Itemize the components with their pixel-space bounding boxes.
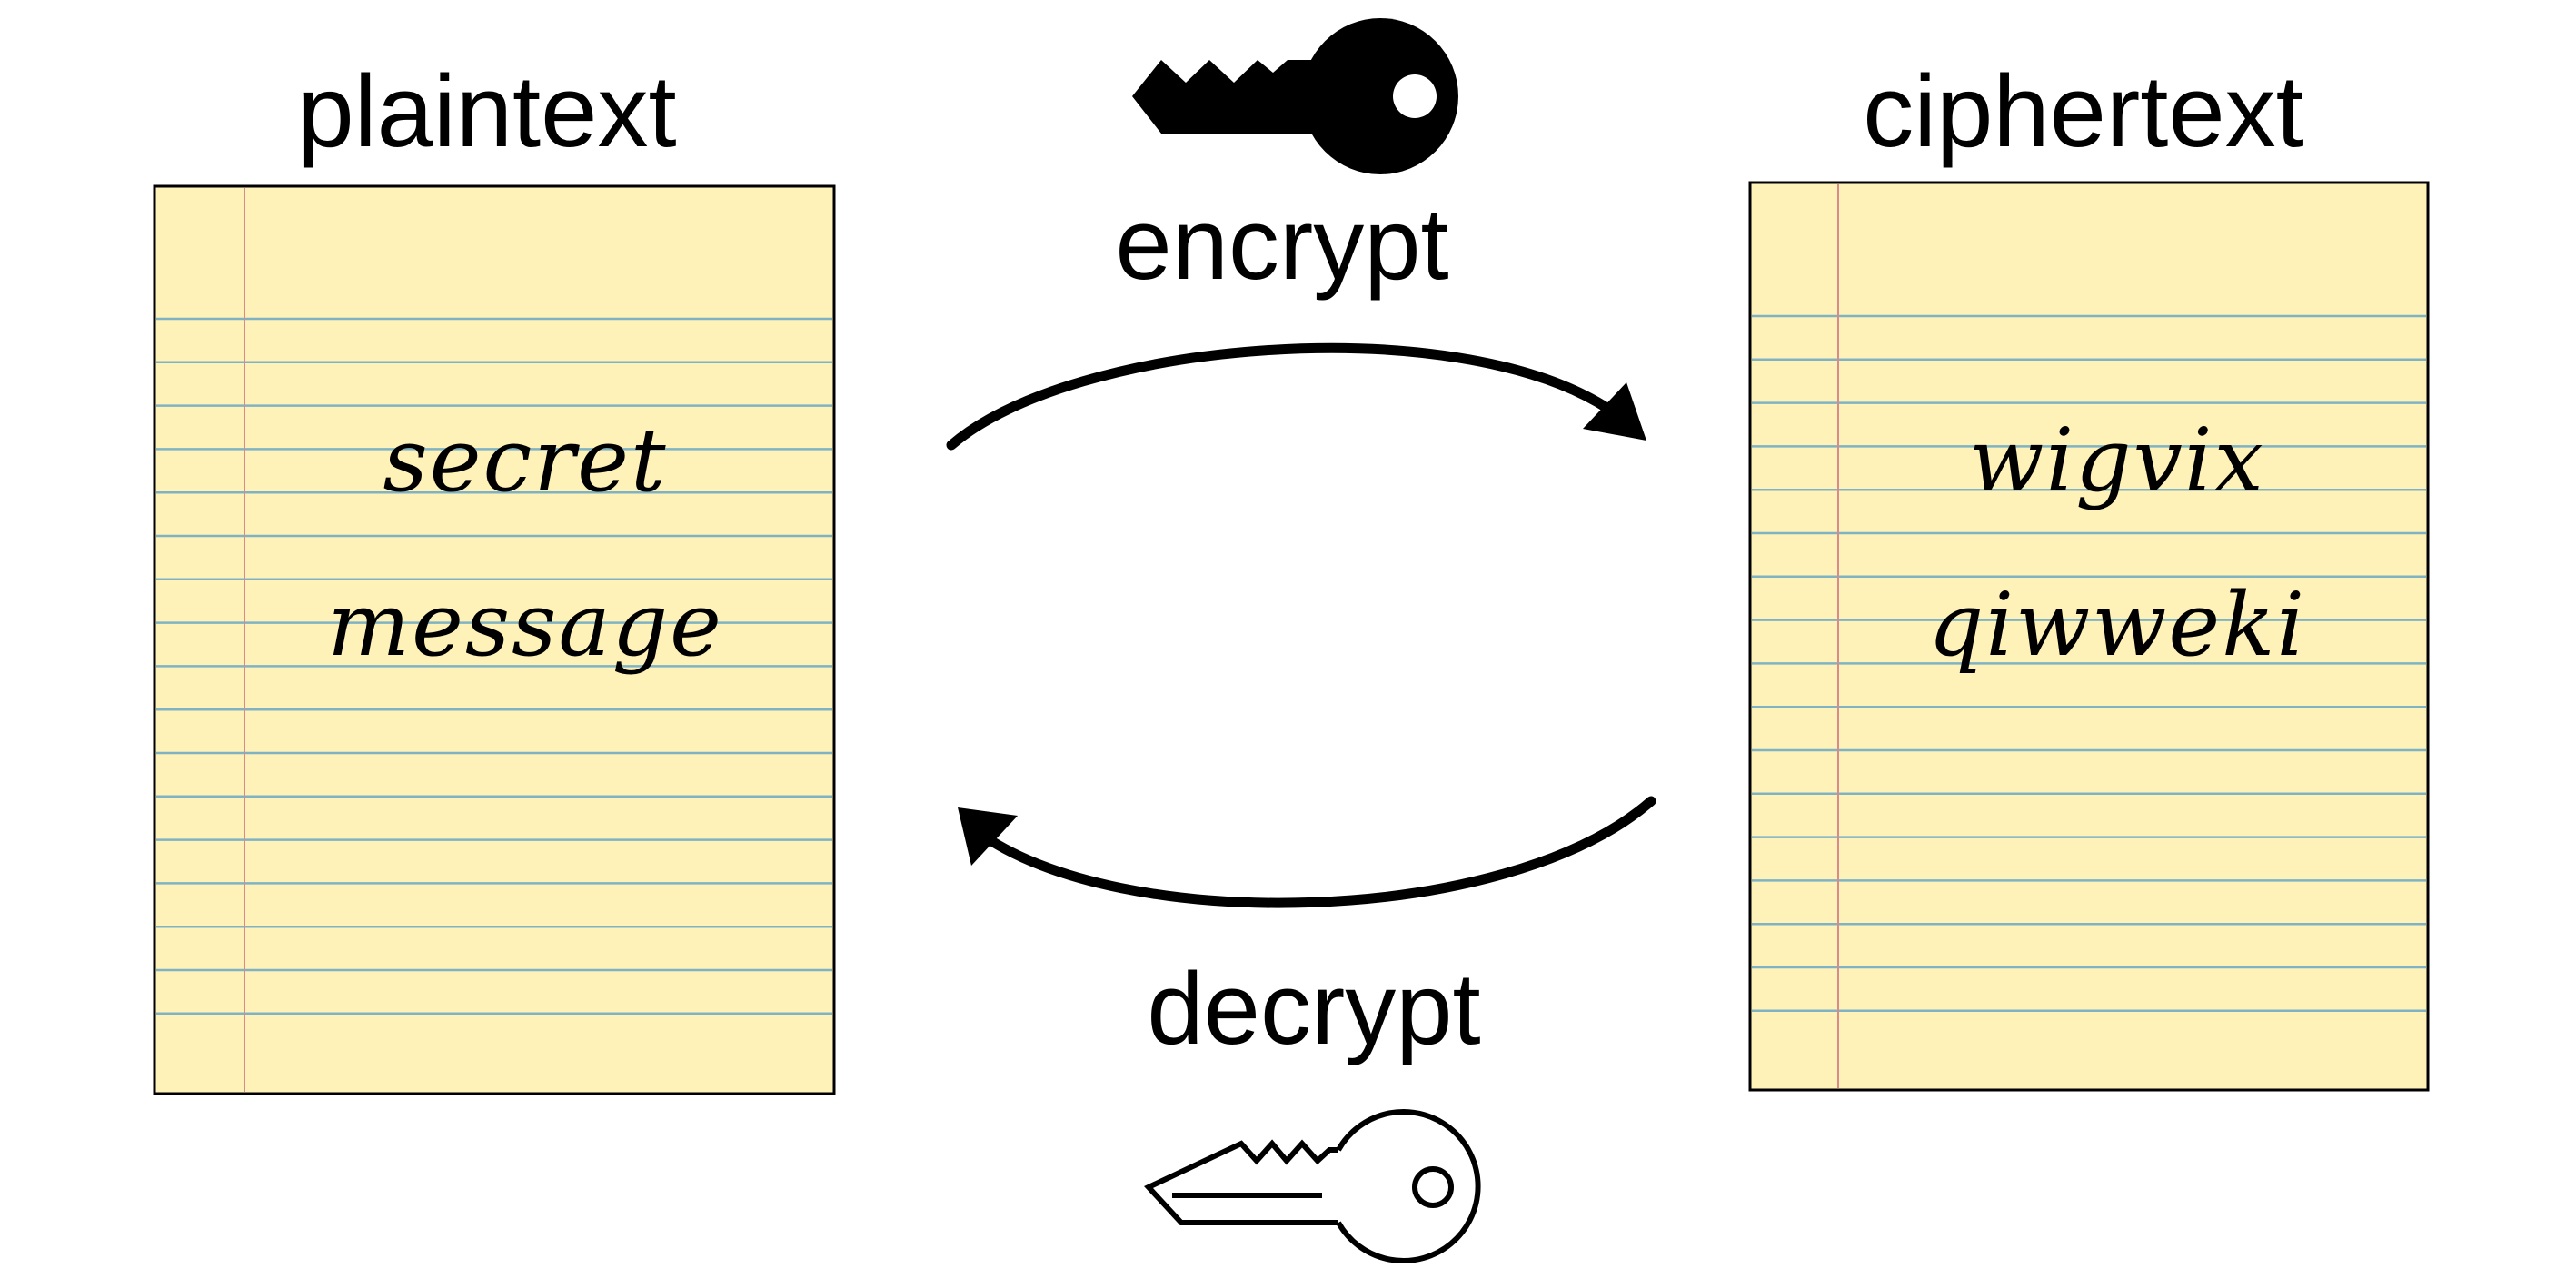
ciphertext-title: ciphertext [1863, 54, 2304, 168]
pad-rules [1752, 314, 2426, 1013]
ciphertext-line-1: wigvix [1969, 410, 2264, 511]
encrypt-arrow [946, 342, 1646, 451]
encrypt-label: encrypt [1115, 187, 1448, 301]
pad-rules [156, 317, 832, 1016]
plaintext-line-1: secret [383, 410, 667, 511]
decrypt-arrow [958, 796, 1656, 908]
plaintext-pad [153, 184, 836, 1095]
key-filled-icon [1132, 18, 1458, 174]
arrowhead-icon [1583, 382, 1646, 441]
plaintext-line-2: message [327, 574, 723, 676]
arrowhead-icon [958, 807, 1018, 866]
ciphertext-pad [1748, 181, 2430, 1092]
key-outline-icon [1144, 1109, 1481, 1263]
decrypt-label: decrypt [1147, 952, 1480, 1065]
ciphertext-line-2: qiwweki [1928, 574, 2306, 676]
plaintext-title: plaintext [297, 54, 676, 168]
